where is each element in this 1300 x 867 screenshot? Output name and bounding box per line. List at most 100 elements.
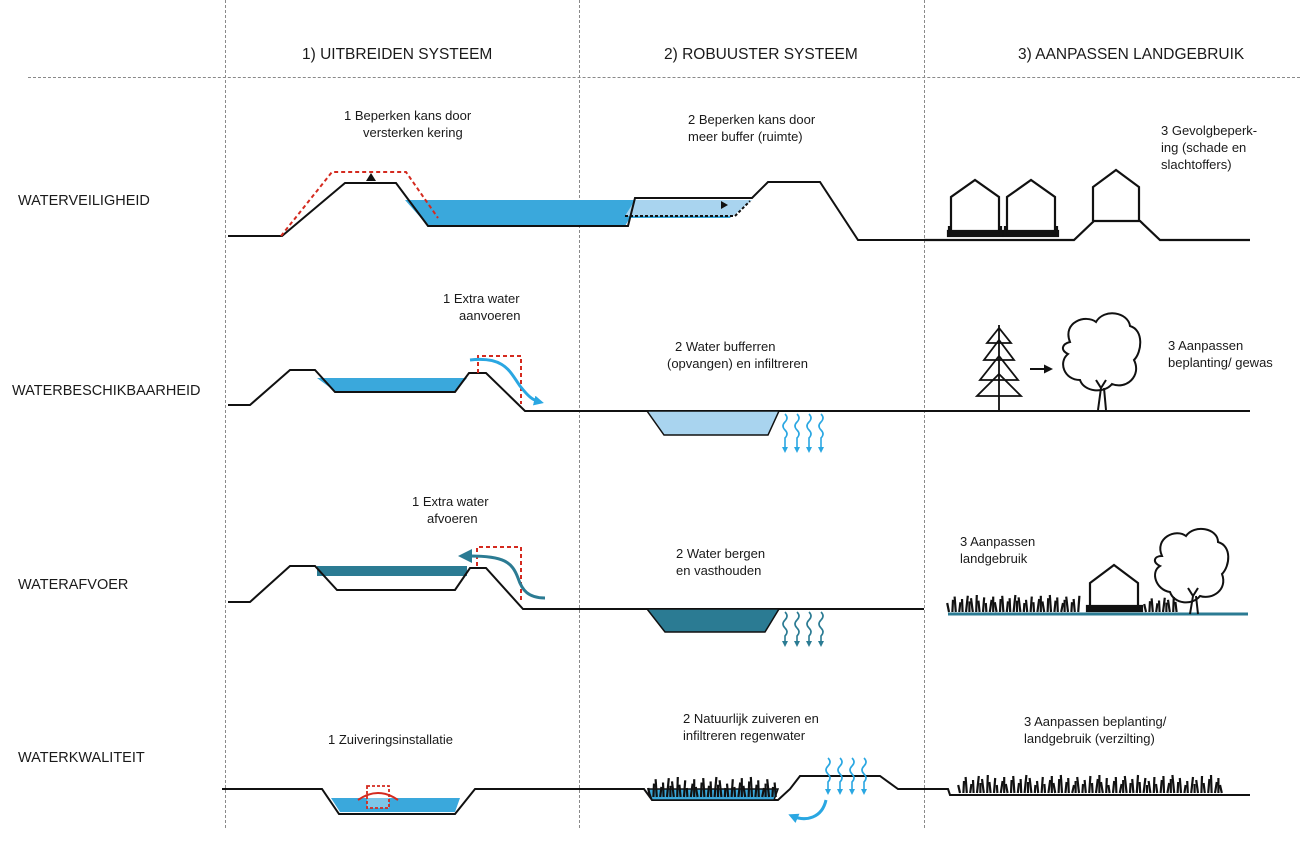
grass-blade: [946, 602, 951, 613]
grass-blade: [699, 782, 703, 798]
grass-blade: [1094, 778, 1099, 794]
grass-blade: [1107, 784, 1111, 794]
grass-blade: [678, 784, 682, 798]
header-divider: [28, 77, 1300, 78]
grass-vegetation: [946, 594, 1178, 613]
treatment-installation-icon: [366, 785, 390, 809]
grass-blade: [1041, 601, 1046, 613]
grass-blade: [999, 780, 1004, 794]
grass-blade: [1040, 776, 1044, 794]
column-divider: [924, 0, 925, 828]
kwaliteit-ground-profile: [222, 775, 924, 815]
grass-blade: [1012, 775, 1016, 794]
column-header-landgebruik: 3) AANPASSEN LANDGEBRUIK: [1018, 46, 1245, 63]
kwaliteit-ground-right: [924, 788, 1250, 796]
grass-blade: [998, 598, 1002, 613]
grass-blade: [977, 600, 981, 613]
grass-blade: [1043, 783, 1047, 794]
grass-blade: [969, 598, 974, 613]
grass-blade: [1053, 600, 1057, 613]
veiligheid-reinforced-dike: [280, 171, 439, 237]
grass-blade: [1123, 775, 1128, 794]
grass-blade: [951, 599, 955, 613]
grass-blade: [1081, 783, 1085, 794]
grass-blade: [766, 779, 771, 798]
grass-blade: [1036, 598, 1041, 613]
grass-blade: [1166, 599, 1171, 613]
grass-blade: [1047, 779, 1052, 794]
column-divider: [579, 0, 580, 828]
grass-blade: [975, 775, 980, 794]
buffer-extension: [625, 200, 751, 217]
grass-blade: [960, 598, 964, 613]
grass-blade: [1005, 601, 1010, 613]
grass-blade: [647, 787, 652, 798]
grass-blade: [1131, 778, 1135, 794]
grass-blade: [1111, 780, 1116, 794]
grass-blade: [1077, 595, 1081, 613]
column-header-uitbreiden: 1) UITBREIDEN SYSTEEM: [302, 46, 493, 63]
grass-blade: [1024, 599, 1029, 613]
grass-blade: [1154, 783, 1159, 794]
grass-blade: [1059, 774, 1064, 794]
grass-blade: [1207, 778, 1211, 794]
grass-blade: [1001, 595, 1005, 613]
grass-blade: [953, 596, 957, 613]
beschikbaarheid-canal-water: [317, 378, 467, 392]
grass-blade: [742, 785, 747, 798]
grass-blade: [1172, 596, 1175, 613]
grass-blade: [1128, 782, 1132, 794]
warning-triangle-icon: [366, 173, 376, 181]
grass-blade: [1023, 774, 1028, 794]
annotation-veiligheid-2: 2 Beperken kans door meer buffer (ruimte…: [688, 112, 816, 144]
reed-vegetation: [647, 776, 777, 798]
grass-blade: [773, 782, 777, 798]
grass-blade: [975, 594, 978, 613]
grass-blade: [652, 783, 656, 798]
annotation-afvoer-2: 2 Water bergen en vasthouden: [676, 546, 766, 578]
supply-arrow: [469, 357, 544, 406]
grass-blade: [964, 595, 969, 613]
grass-blade: [676, 776, 679, 798]
grass-blade: [1035, 780, 1040, 794]
conifer-tree-icon: [974, 325, 1024, 410]
grass-blade: [709, 781, 713, 798]
annotation-afvoer-3: 3 Aanpassen landgebruik: [960, 534, 1036, 566]
grass-blade: [1176, 781, 1180, 794]
grass-blade: [1171, 774, 1176, 794]
annotation-veiligheid-3: 3 Gevolgbeperk- ing (schade en slachtoff…: [1161, 123, 1258, 172]
treatment-flow-arc: [357, 792, 399, 801]
rain-infiltration-arrows: [825, 757, 867, 795]
grass-blade: [771, 786, 775, 798]
grass-blade: [1166, 782, 1171, 794]
grass-blade: [1029, 596, 1033, 613]
grass-blade: [1190, 776, 1195, 794]
grass-blade: [1162, 775, 1166, 794]
grass-blade: [964, 776, 968, 794]
grass-blade: [1161, 597, 1166, 613]
grass-blade: [1213, 781, 1218, 794]
row-label-waterbeschikbaarheid: WATERBESCHIKBAARHEID: [12, 383, 201, 399]
grass-blade: [1057, 778, 1061, 794]
grass-blade: [1046, 598, 1050, 613]
grass-blade: [702, 778, 706, 798]
grass-blade: [654, 779, 658, 798]
grass-blade: [1186, 780, 1189, 794]
grass-blade: [694, 786, 699, 798]
saline-vegetation: [957, 774, 1223, 794]
column-header-robuuster: 2) ROBUUSTER SYSTEEM: [664, 46, 858, 63]
grass-blade: [1076, 776, 1081, 794]
veiligheid-houses: [924, 168, 1250, 242]
house-icon: [1005, 178, 1057, 232]
grass-blade: [1067, 777, 1070, 794]
drain-arrow: [469, 554, 546, 600]
grass-blade: [1148, 601, 1152, 613]
grass-blade: [1056, 597, 1059, 613]
grass-blade: [1200, 775, 1204, 794]
grass-blade: [988, 599, 993, 613]
grass-blade: [1138, 781, 1142, 794]
grass-blade: [1150, 598, 1154, 613]
grass-blade: [1178, 777, 1183, 794]
